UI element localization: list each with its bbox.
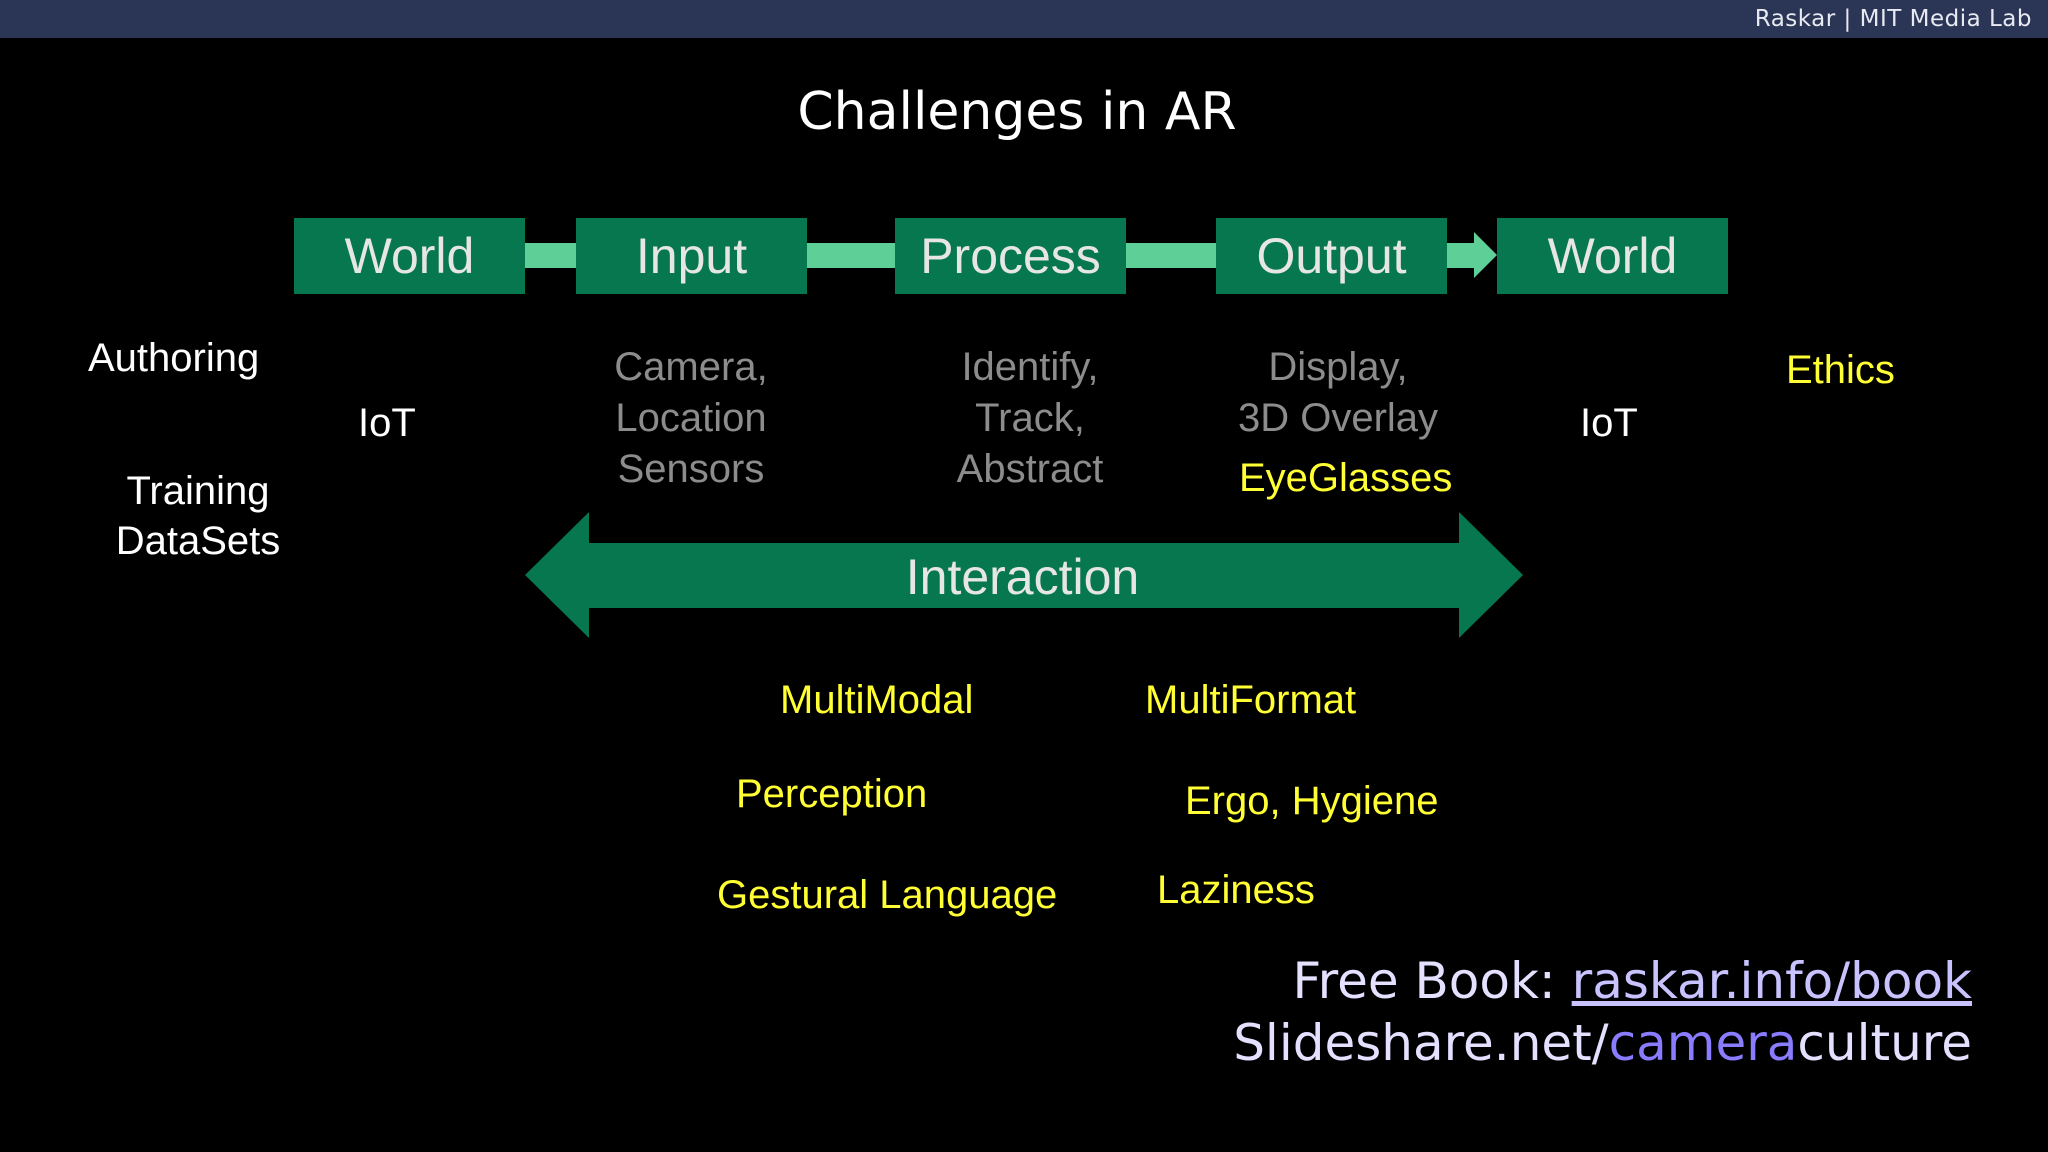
connector-process-output [1125,243,1217,268]
process-description: Identify, Track, Abstract [910,342,1150,495]
process-desc-line-3: Abstract [956,447,1104,491]
process-desc-line-1: Identify, [961,345,1099,389]
eyeglasses-label: EyeGlasses [1239,456,1453,500]
attribution-text: Raskar | MIT Media Lab [1754,6,2032,32]
output-description: Display, 3D Overlay [1213,342,1463,444]
header-bar: Raskar | MIT Media Lab [0,0,2048,38]
datasets-line: DataSets [115,519,281,563]
pipeline-box-input: Input [576,218,807,294]
input-description: Camera, Location Sensors [571,342,811,495]
slide-title: Challenges in AR [797,82,1237,142]
laziness-label: Laziness [1157,868,1315,912]
free-book-line: Free Book: raskar.info/book [1292,952,1972,1010]
pipeline-box-process: Process [895,218,1126,294]
multiformat-label: MultiFormat [1145,678,1357,722]
connector-input-process [806,243,896,268]
authoring-label: Authoring [88,336,260,380]
slideshare-prefix: Slideshare.net/ [1233,1014,1609,1072]
ethics-label: Ethics [1786,348,1895,392]
process-desc-line-2: Track, [975,396,1085,440]
book-link[interactable]: raskar.info/book [1571,952,1972,1010]
iot-left-label: IoT [358,401,416,445]
pipeline-box-world-start: World [294,218,525,294]
training-datasets-label: Training DataSets [98,466,298,566]
free-book-prefix: Free Book: [1292,952,1572,1010]
iot-right-label: IoT [1580,401,1638,445]
input-desc-line-2: Location [615,396,767,440]
ergo-hygiene-label: Ergo, Hygiene [1185,779,1439,823]
slideshare-highlight: camera [1608,1014,1798,1072]
multimodal-label: MultiModal [780,678,974,722]
interaction-double-arrow [525,512,1523,638]
training-line: Training [126,469,270,513]
output-desc-line-2: 3D Overlay [1237,396,1439,440]
pipeline-box-world-end: World [1497,218,1728,294]
perception-label: Perception [736,772,928,816]
input-desc-line-3: Sensors [617,447,765,491]
output-to-world-arrow [1444,232,1497,278]
input-desc-line-1: Camera, [614,345,768,389]
slideshare-line: Slideshare.net/cameraculture [1233,1014,1972,1072]
interaction-label: Interaction [905,549,1140,605]
gestural-language-label: Gestural Language [717,873,1058,917]
output-desc-line-1: Display, [1268,345,1408,389]
connector-world-input [525,243,577,268]
pipeline-box-output: Output [1216,218,1447,294]
slideshare-suffix: culture [1797,1014,1972,1072]
